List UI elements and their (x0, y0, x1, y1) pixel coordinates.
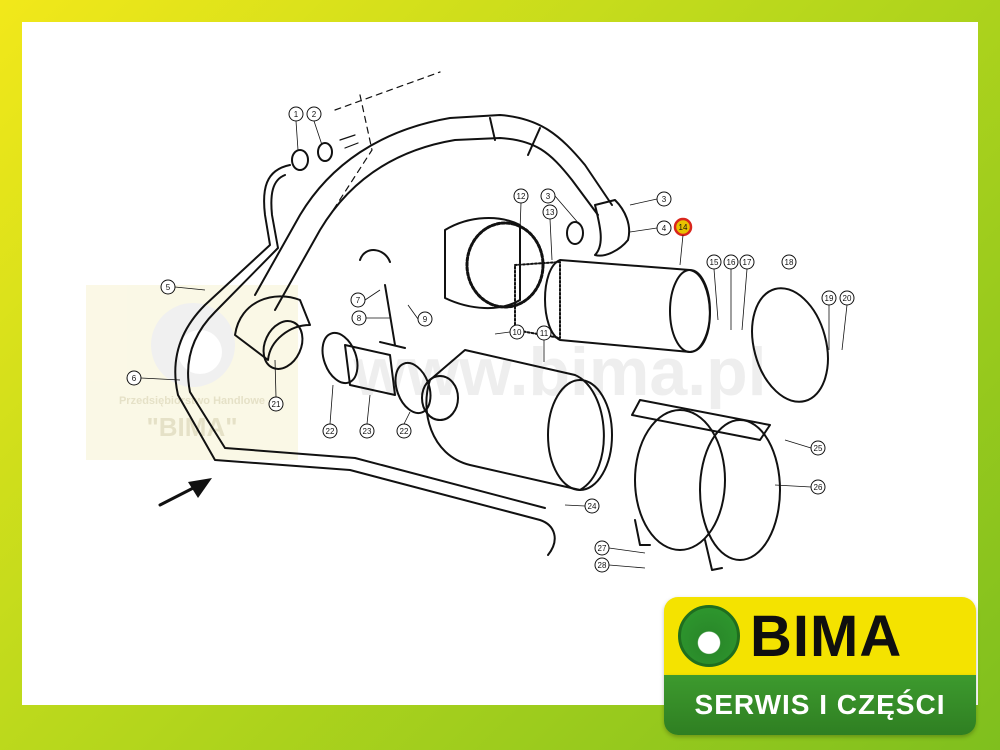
svg-text:26: 26 (814, 483, 823, 492)
logo-top-band: BIMA (664, 597, 976, 675)
svg-text:11: 11 (540, 329, 549, 338)
callout-25: 25 (810, 440, 826, 456)
svg-text:6: 6 (132, 374, 137, 383)
callout-23: 23 (359, 423, 375, 439)
svg-text:13: 13 (546, 208, 555, 217)
svg-text:14: 14 (679, 223, 688, 232)
gasket-ring-12 (465, 221, 545, 309)
svg-text:8: 8 (357, 314, 362, 323)
svg-text:2: 2 (312, 110, 317, 119)
clamp-1 (291, 149, 309, 171)
svg-text:24: 24 (588, 502, 597, 511)
leader-lines (140, 120, 848, 569)
band-26a (634, 409, 726, 551)
callout-16: 16 (723, 254, 739, 270)
elbow-small (594, 199, 631, 257)
callout-2: 2 (306, 106, 322, 122)
callout-27: 27 (594, 540, 610, 556)
callout-26: 26 (810, 479, 826, 495)
callout-5: 5 (160, 279, 176, 295)
svg-text:27: 27 (598, 544, 607, 553)
logo-tagline: SERWIS I CZĘŚCI (694, 689, 946, 720)
svg-text:3: 3 (546, 192, 551, 201)
callout-labels: 1 2 3 3 4 14 5 6 7 8 9 10 11 12 13 15 16… (126, 106, 855, 573)
engine-outline-dashed (329, 71, 441, 216)
hose-6 (174, 164, 556, 556)
band-26b (699, 419, 781, 561)
svg-text:5: 5 (166, 283, 171, 292)
intake-pipe-inner (274, 137, 599, 311)
callout-10: 10 (509, 324, 525, 340)
callout-8: 8 (351, 310, 367, 326)
svg-text:28: 28 (598, 561, 607, 570)
ring-18 (751, 287, 829, 403)
callout-22b: 22 (396, 423, 412, 439)
intake-pipe-band (489, 117, 541, 156)
clamp-2 (317, 142, 333, 162)
callout-13: 13 (542, 204, 558, 220)
svg-text:22: 22 (400, 427, 409, 436)
callout-20: 20 (839, 290, 855, 306)
svg-text:19: 19 (825, 294, 834, 303)
callout-17: 17 (739, 254, 755, 270)
svg-text:22: 22 (326, 427, 335, 436)
sleeve-23 (344, 344, 396, 396)
callout-22a: 22 (322, 423, 338, 439)
callout-12: 12 (513, 188, 529, 204)
svg-text:18: 18 (785, 258, 794, 267)
bima-logo: BIMA SERWIS I CZĘŚCI (664, 597, 976, 735)
callout-9: 9 (417, 311, 433, 327)
callout-11: 11 (536, 325, 552, 341)
callout-6: 6 (126, 370, 142, 386)
svg-text:9: 9 (423, 315, 428, 324)
svg-text:12: 12 (517, 192, 526, 201)
bracket-plate (631, 399, 771, 441)
logo-bottom-band: SERWIS I CZĘŚCI (664, 675, 976, 735)
svg-text:21: 21 (272, 400, 281, 409)
svg-text:25: 25 (814, 444, 823, 453)
callout-4: 4 (656, 220, 672, 236)
callout-15: 15 (706, 254, 722, 270)
svg-text:16: 16 (727, 258, 736, 267)
svg-text:17: 17 (743, 258, 752, 267)
callout-18: 18 (781, 254, 797, 270)
callout-7: 7 (350, 292, 366, 308)
callout-21: 21 (268, 396, 284, 412)
callout-1: 1 (288, 106, 304, 122)
logo-ball-icon (678, 605, 740, 667)
svg-text:23: 23 (363, 427, 372, 436)
callout-24: 24 (584, 498, 600, 514)
svg-text:4: 4 (662, 224, 667, 233)
intake-pipe (254, 114, 613, 296)
callout-19: 19 (821, 290, 837, 306)
svg-text:3: 3 (662, 195, 667, 204)
callout-28: 28 (594, 557, 610, 573)
svg-text:1: 1 (294, 110, 299, 119)
svg-text:7: 7 (356, 296, 361, 305)
elbow-21 (234, 295, 311, 361)
svg-text:10: 10 (513, 328, 522, 337)
callout-3b: 3 (656, 191, 672, 207)
diagram-panel (22, 22, 978, 705)
svg-text:15: 15 (710, 258, 719, 267)
watermark-line2: "BIMA" (146, 412, 237, 442)
callout-14-highlighted: 14 (673, 217, 693, 237)
watermark-line1: Przedsiębiorstwo Handlowe (119, 395, 265, 407)
callout-3a: 3 (540, 188, 556, 204)
logo-brand: BIMA (750, 603, 903, 669)
svg-text:20: 20 (843, 294, 852, 303)
air-filter-housing-11 (425, 349, 605, 491)
